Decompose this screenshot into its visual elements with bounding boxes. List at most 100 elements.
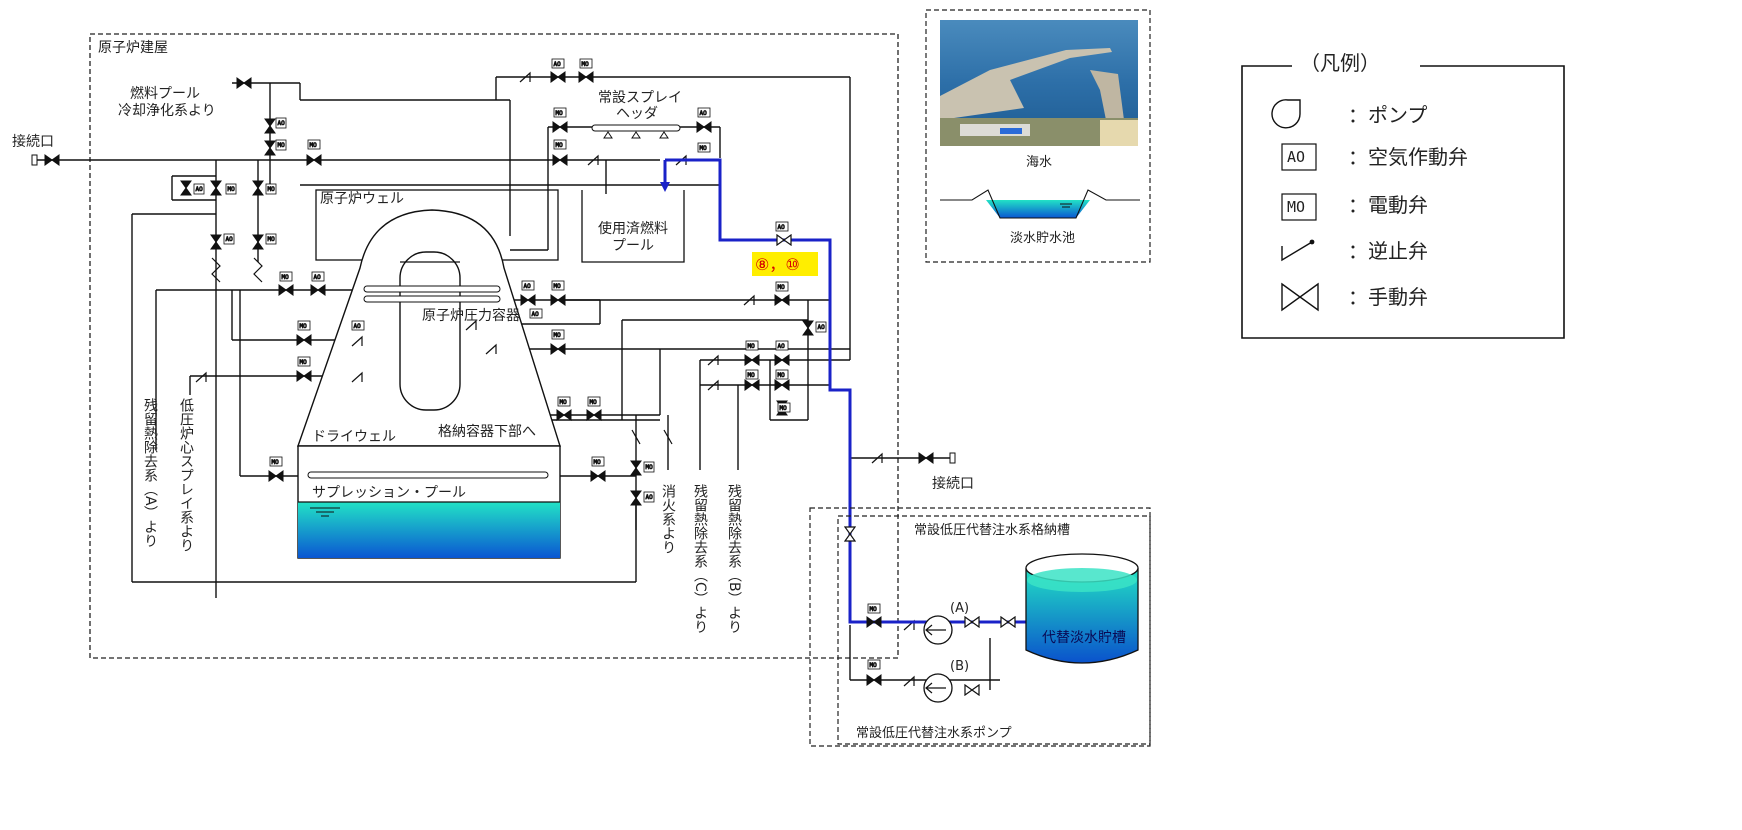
legend-title: （凡例） [1300,51,1380,75]
valve-icon [520,294,536,306]
pump-b-discharge-valve-icon [866,674,882,686]
valve-tag-label: AO [646,494,654,501]
spray-nozzles [603,131,669,139]
valve-tag-label: MO [310,142,318,149]
valve-icon [252,234,264,250]
valve-icon [590,470,606,482]
pump-caption: 常設低圧代替注水系ポンプ [856,725,1012,741]
valve-icon [268,470,284,482]
valve-icon [296,370,312,382]
valve-tag-label: MO [778,284,786,291]
fuel-pool-source-label-1: 燃料プール [130,85,200,102]
spent-fuel-pool-label-2: プール [612,238,654,254]
valve-icon [264,140,276,156]
alternate-injection-flow-path [663,158,1030,624]
valve-tag-label: MO [582,61,590,68]
valve-tag-label: AO [354,323,362,330]
valve-tag-label: MO [228,186,236,193]
valve-tag-label: AO [778,224,786,231]
valve-tag-label: MO [780,405,788,412]
valve-tag-label: MO [554,332,562,339]
rhr-c-label: 残留熱除去系（C）より [692,484,708,634]
svg-text:残留熱除去系（B）より: 残留熱除去系（B）より [726,484,742,634]
valve-icon [552,121,568,133]
reactor-building-label: 原子炉建屋 [98,40,168,56]
valve-tag-label: MO [748,343,756,350]
valve-tag-label: MO [594,459,602,466]
flow-path-valve-icon [844,526,856,542]
valve-icon [630,490,642,506]
storage-tank-area-boundary [837,515,1151,745]
valve-icon [552,154,568,166]
fresh-water-pond-label: 淡水貯水池 [1010,231,1075,246]
right-port-valve-icon [918,452,934,464]
fire-protection-label: 消火系より [660,484,676,554]
flow-path-valve-icon [776,234,792,246]
spray-header [591,124,681,132]
highlight-label: ⑧，⑩ [755,255,800,274]
valve-tag-label: MO [556,142,564,149]
valve-icon [310,284,326,296]
svg-text:低圧炉心スプレイ系より: 低圧炉心スプレイ系より [178,398,194,552]
valve-icon [586,409,602,421]
water-level-icon [310,507,340,517]
flow-arrow-icon [660,182,670,192]
valve-tag-label: AO [778,343,786,350]
pump-a-suction-valve-icon [964,616,980,628]
fuel-pool-source-label-2: 冷却浄化系より [118,103,216,119]
valve-icon [744,354,760,366]
valve-tag-label: AO [700,110,708,117]
svg-text:MO: MO [1287,198,1305,216]
valve-tag-label: MO [560,399,568,406]
valve-tag-label: MO [870,606,878,613]
valve-icon [774,354,790,366]
valve-icon [252,180,264,196]
valve-icon [578,71,594,83]
valve-icon [296,334,312,346]
manual-valve-icon [1281,282,1319,312]
pump-b-label: (B) [950,659,969,674]
valve-tag-label: MO [748,372,756,379]
to-lower-containment-label: 格納容器下部へ [438,423,536,440]
left-port-valve-icon [44,154,60,166]
valve-icon [774,294,790,306]
valve-tag-label: AO [226,236,234,243]
pump-enclosure-boundary [809,507,1151,747]
legend-label-check: ：逆止弁 [1348,239,1428,263]
valve-icon [550,294,566,306]
check-valves [195,71,915,687]
highlight-box [752,252,818,276]
rhr-a-label: 残留熱除去系（A）より [142,398,158,548]
valve-tag-label: AO [524,283,532,290]
valve-tag-label: AO [818,324,826,331]
valve-tag-label: AO [196,186,204,193]
connection-port-right-label: 接続口 [932,475,974,492]
valve-tag-label: MO [272,459,280,466]
spent-fuel-pool-label-1: 使用済燃料 [598,220,668,237]
valve-icon [264,118,276,134]
valve-tag-label: MO [556,110,564,117]
valve-tag-label: AO [278,120,286,127]
seawater-label: 海水 [1026,155,1052,170]
pump-a-label: (A) [950,601,969,616]
legend: （凡例） ：ポンプ AO ：空気作動弁 MO ：電動弁 ：逆止弁 ：手動弁 [1241,51,1565,339]
svg-text:残留熱除去系（C）より: 残留熱除去系（C）より [692,484,708,634]
pump-b-suction-valve-icon [964,684,980,696]
check-valve-icon [1281,239,1315,262]
valve-tag-label: MO [282,274,290,281]
valve-icon [556,409,572,421]
pump-a-discharge-valve-icon [866,616,882,628]
valve-tags: AO MO MO AO MO MO AO MO MO AO MO MO AO MO MO AO MO MO AO MO… [193,58,881,670]
valve-icon [550,343,566,355]
valve-tag-label: MO [590,399,598,406]
valve-icon [630,460,642,476]
legend-label-manual: ：手動弁 [1348,285,1428,309]
alternate-freshwater-tank [1025,553,1139,664]
valve-icon [180,180,192,196]
valve-tag-label: MO [278,142,286,149]
lpcs-label: 低圧炉心スプレイ系より [178,398,194,552]
connection-port-left [31,154,38,166]
spray-header-label-1: 常設スプレイ [598,90,682,106]
rpv-label: 原子炉圧力容器 [422,307,520,324]
tank-outlet-valve-icon [1000,616,1016,628]
